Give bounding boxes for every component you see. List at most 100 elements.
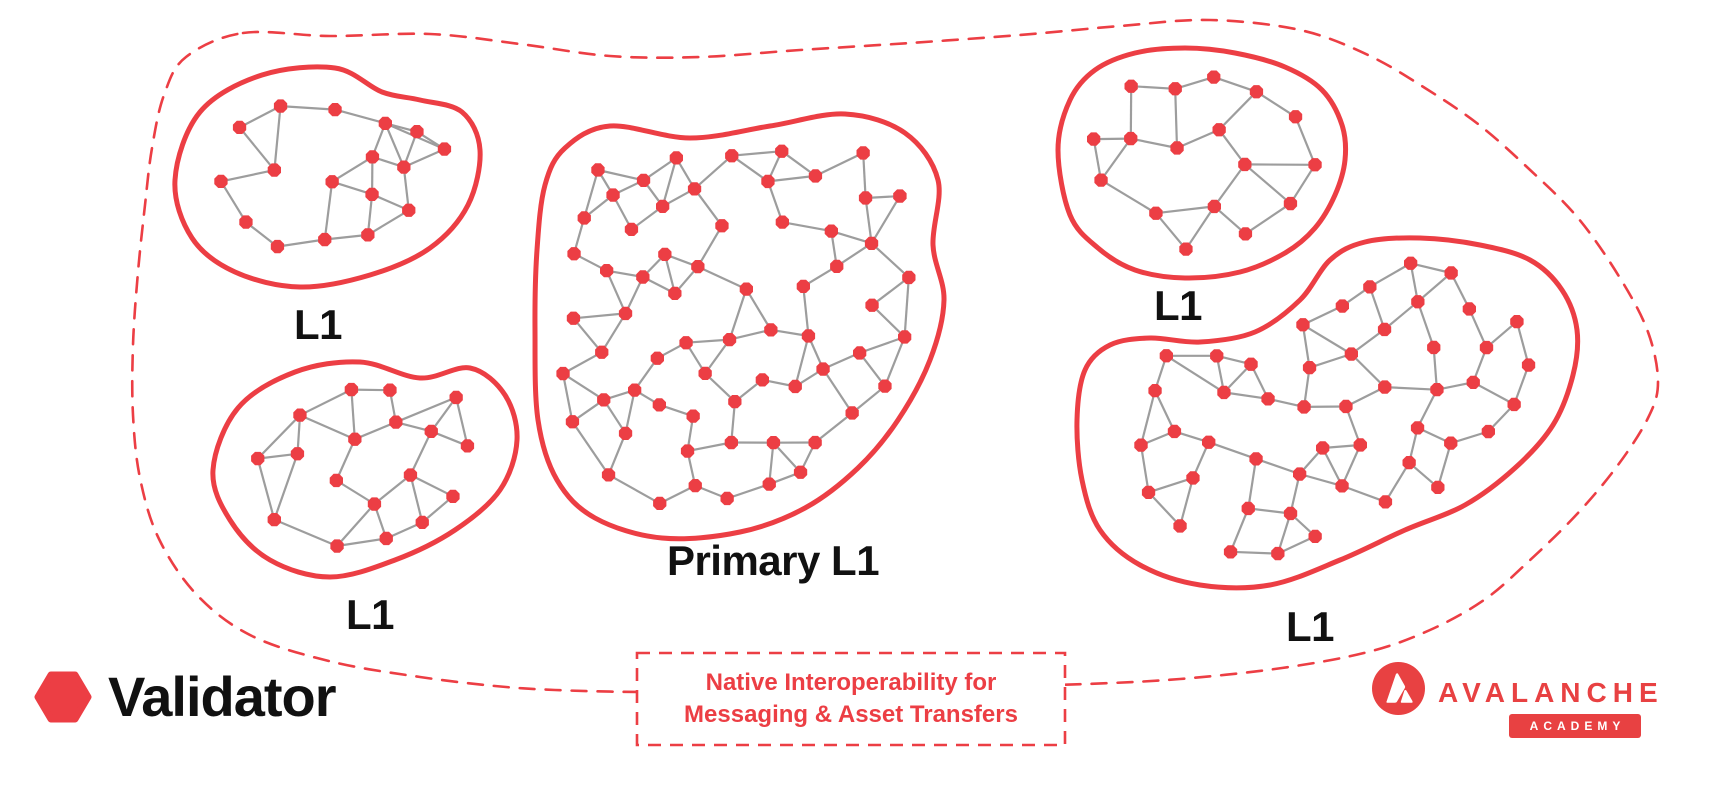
validator-node xyxy=(1444,436,1458,450)
validator-node xyxy=(902,270,916,285)
validator-node xyxy=(1159,349,1173,363)
validator-node xyxy=(1344,347,1358,361)
validator-node xyxy=(1179,242,1193,256)
edge-line xyxy=(1230,550,1278,555)
validator-node xyxy=(1353,438,1367,452)
edge-line xyxy=(1436,442,1452,488)
edge-line xyxy=(802,286,810,337)
edge-line xyxy=(1179,477,1195,527)
validator-node xyxy=(397,160,411,174)
cluster-nodes-l1-top-right xyxy=(1087,70,1322,256)
edge-line xyxy=(1350,328,1386,355)
edge-line xyxy=(1213,76,1257,93)
validator-node xyxy=(762,477,776,491)
validator-node xyxy=(1377,322,1392,337)
validator-hexagon-icon xyxy=(34,671,92,722)
validator-node xyxy=(361,228,375,242)
validator-node xyxy=(1466,375,1480,389)
edge-line xyxy=(1139,390,1157,446)
edge-line xyxy=(1302,305,1343,326)
edge-line xyxy=(1416,389,1438,429)
edge-line xyxy=(1255,90,1297,118)
edge-line xyxy=(1341,484,1386,503)
validator-node xyxy=(636,173,651,187)
validator-node xyxy=(1202,435,1216,449)
validator-node xyxy=(766,436,781,450)
validator-node xyxy=(656,199,670,213)
validator-node xyxy=(1167,424,1182,439)
cluster-label-l1-bottom-right: L1 xyxy=(1285,603,1335,650)
edge-line xyxy=(1213,205,1247,235)
edge-line xyxy=(273,105,282,171)
edge-line xyxy=(687,441,732,453)
validator-node xyxy=(270,239,285,254)
validator-node xyxy=(591,163,605,177)
validator-node xyxy=(1427,340,1441,355)
edge-line xyxy=(1130,137,1178,150)
validator-node xyxy=(1249,85,1264,99)
edge-line xyxy=(1369,262,1412,288)
edge-line xyxy=(335,438,356,481)
edge-line xyxy=(767,174,816,183)
edge-line xyxy=(686,338,730,344)
cluster-l1-top-left xyxy=(172,64,483,290)
edge-line xyxy=(1147,491,1181,527)
validator-legend-label: Validator xyxy=(108,665,337,728)
edge-line xyxy=(822,368,854,414)
edge-line xyxy=(1416,301,1435,348)
validator-node xyxy=(1444,266,1458,280)
cluster-outline-primary-l1 xyxy=(532,111,947,542)
validator-node xyxy=(1148,384,1162,398)
edge-line xyxy=(781,150,817,177)
validator-node xyxy=(267,513,281,527)
validator-node xyxy=(1430,383,1444,397)
edge-line xyxy=(1154,390,1176,432)
edge-line xyxy=(1350,353,1386,388)
validator-node xyxy=(1462,302,1476,316)
validator-node xyxy=(830,259,844,273)
edge-line xyxy=(782,221,832,233)
validator-node xyxy=(686,409,700,423)
validator-node xyxy=(1124,79,1138,93)
edge-line xyxy=(605,270,627,314)
edge-line xyxy=(1321,447,1344,487)
edge-line xyxy=(794,335,810,387)
validator-node xyxy=(793,465,808,479)
validator-node xyxy=(864,236,879,250)
edge-line xyxy=(1432,347,1438,390)
validator-node xyxy=(1339,399,1353,414)
cluster-l1-bottom-right xyxy=(1074,235,1581,591)
validator-node xyxy=(1521,358,1536,372)
validator-node xyxy=(775,144,789,158)
validator-node xyxy=(715,219,729,233)
edge-line xyxy=(1244,163,1292,205)
validator-node xyxy=(449,390,463,405)
validator-node xyxy=(808,435,822,450)
validator-node xyxy=(1410,421,1425,435)
validator-node xyxy=(1134,438,1148,452)
validator-node xyxy=(775,215,789,229)
edge-line xyxy=(729,328,772,341)
edge-line xyxy=(1092,138,1103,181)
edge-line xyxy=(870,242,910,279)
validator-node xyxy=(720,491,734,506)
interop-note-line1: Native Interoperability for xyxy=(705,669,997,697)
edge-line xyxy=(336,537,387,548)
validator-node xyxy=(1271,546,1285,561)
edge-line xyxy=(1184,205,1216,250)
validator-node xyxy=(764,323,778,337)
edge-line xyxy=(273,518,338,548)
edge-line xyxy=(697,265,747,291)
edge-line xyxy=(299,414,356,441)
edge-line xyxy=(1341,444,1362,487)
edge-line xyxy=(1302,323,1352,355)
edge-line xyxy=(410,474,454,498)
cluster-primary-l1 xyxy=(532,111,947,542)
validator-node xyxy=(365,150,380,164)
edge-line xyxy=(768,442,775,485)
edge-line xyxy=(870,195,901,244)
validator-node xyxy=(893,189,907,203)
edge-line xyxy=(336,503,376,547)
